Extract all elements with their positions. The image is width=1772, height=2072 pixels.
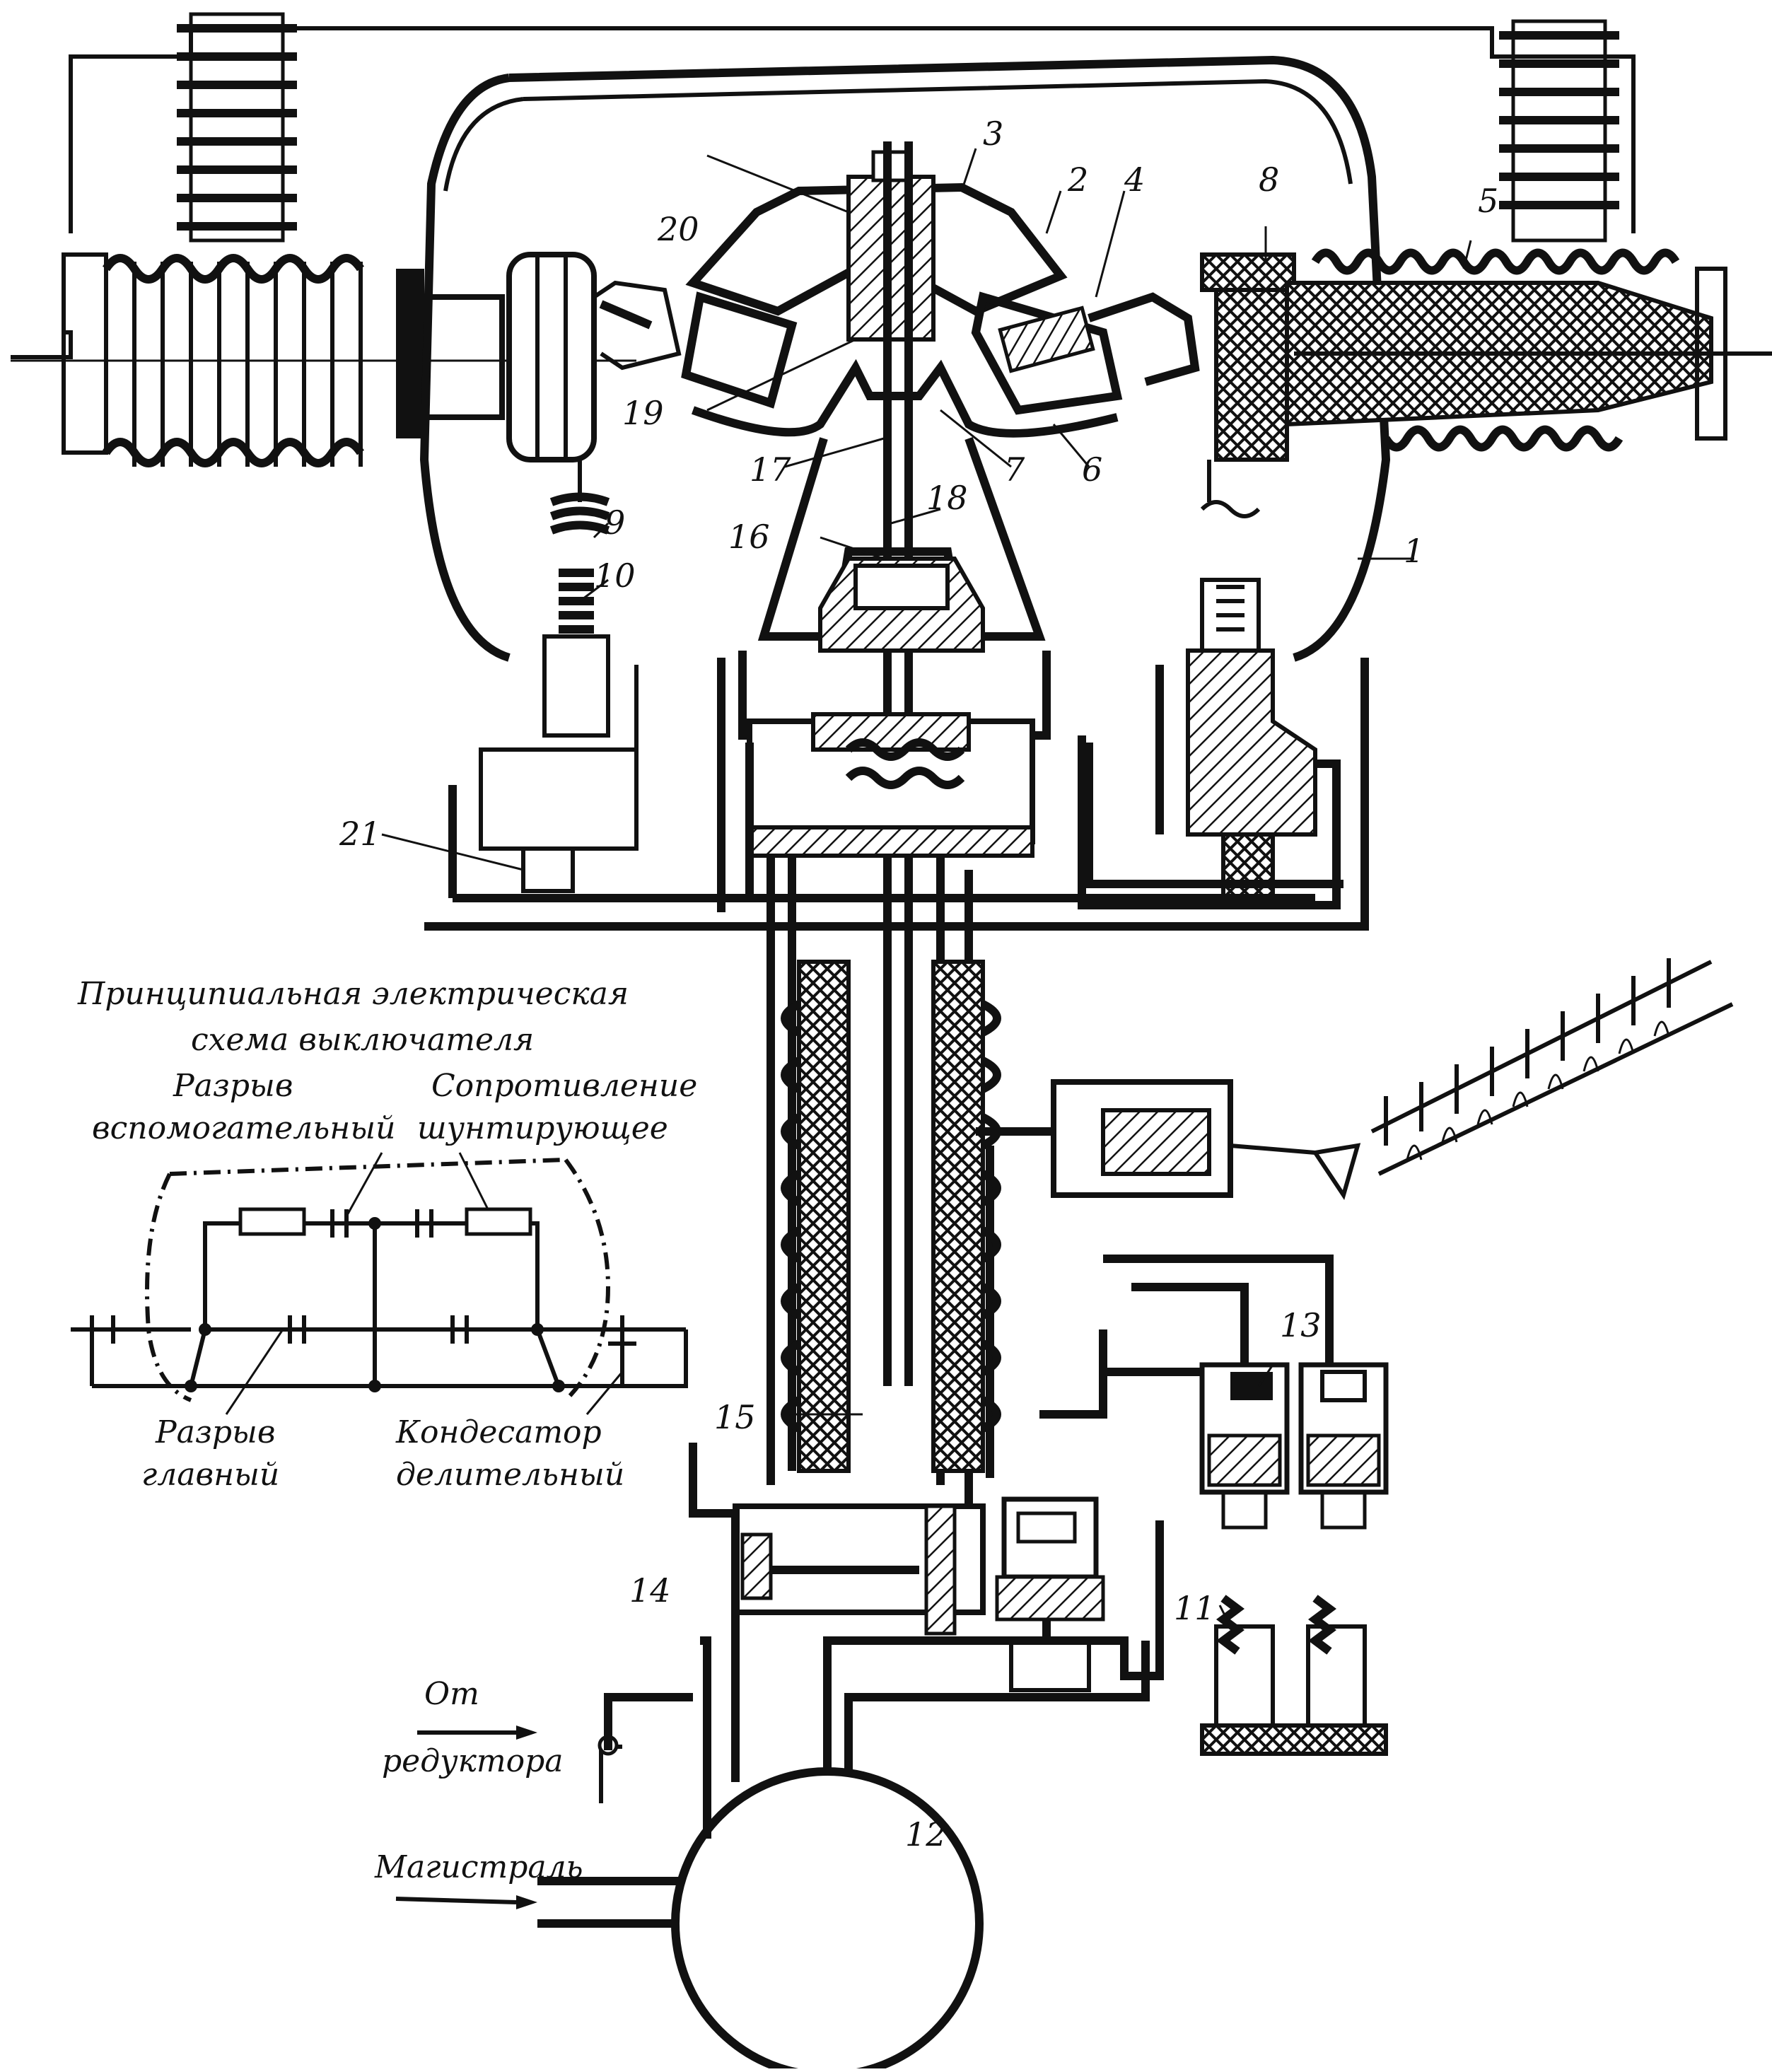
label-13: 13 [1280,1306,1322,1344]
label-12: 12 [905,1815,947,1853]
leader-lines [381,148,1472,1627]
label-1: 1 [1404,532,1424,570]
label-9: 9 [605,504,625,542]
divider-capacitor-line2: делительный [396,1457,624,1493]
shunt-resistor-line1: Сопротивление [431,1068,697,1104]
lower-valve-block [733,1496,1105,1692]
label-20: 20 [657,210,699,248]
shunt-resistor-line2: шунтирующее [417,1110,668,1146]
label-6: 6 [1082,450,1102,489]
label-19: 19 [622,394,664,432]
springs-9-10 [479,460,639,893]
aux-break-line1: Разрыв [173,1068,293,1104]
label-2: 2 [1067,161,1088,199]
air-reservoir [395,1443,1164,2072]
solenoid-valves [1039,1255,1389,1756]
from-reducer-line1: От [424,1676,479,1712]
electrical-schematic [71,1152,688,1415]
label-4: 4 [1124,161,1145,199]
label-8: 8 [1259,161,1279,199]
schematic-title-line1: Принципиальная электрическая [77,976,629,1012]
part-number-labels: 3 2 4 8 5 20 19 17 7 6 18 16 9 10 1 21 1… [339,115,1498,1853]
label-11: 11 [1174,1589,1216,1627]
label-3: 3 [983,115,1003,153]
label-10: 10 [594,557,636,595]
label-5: 5 [1478,182,1498,220]
label-7: 7 [1004,450,1025,489]
from-reducer-line2: редуктора [382,1743,564,1779]
label-15: 15 [714,1398,756,1436]
main-break-line1: Разрыв [155,1414,275,1450]
linkage-chain [1370,958,1734,1176]
left-contact-disc [506,252,682,462]
main-tank [419,55,1391,662]
label-17: 17 [750,450,791,489]
label-16: 16 [728,518,770,556]
main-break-line2: главный [141,1457,279,1493]
label-14: 14 [629,1571,671,1610]
divider-capacitor-line1: Кондесатор [395,1414,602,1450]
main-line-caption: Магистраль [374,1849,583,1885]
left-top-insulator [177,12,297,243]
actuator-cylinder [976,1079,1361,1201]
arc-chute-assembly [599,150,1200,438]
right-valve-assembly [1078,578,1341,909]
right-bushing [1200,248,1772,518]
label-21: 21 [339,815,381,853]
pneumatic-block [738,651,1051,858]
aux-break-line2: вспомогательный [92,1110,395,1146]
schematic-captions: Принципиальная электрическая схема выклю… [77,976,697,1493]
label-18: 18 [926,479,968,517]
right-top-insulator [1499,19,1619,243]
schematic-title-line2: схема выключателя [191,1022,534,1058]
inlet-captions: От редуктора Магистраль [374,1676,583,1885]
